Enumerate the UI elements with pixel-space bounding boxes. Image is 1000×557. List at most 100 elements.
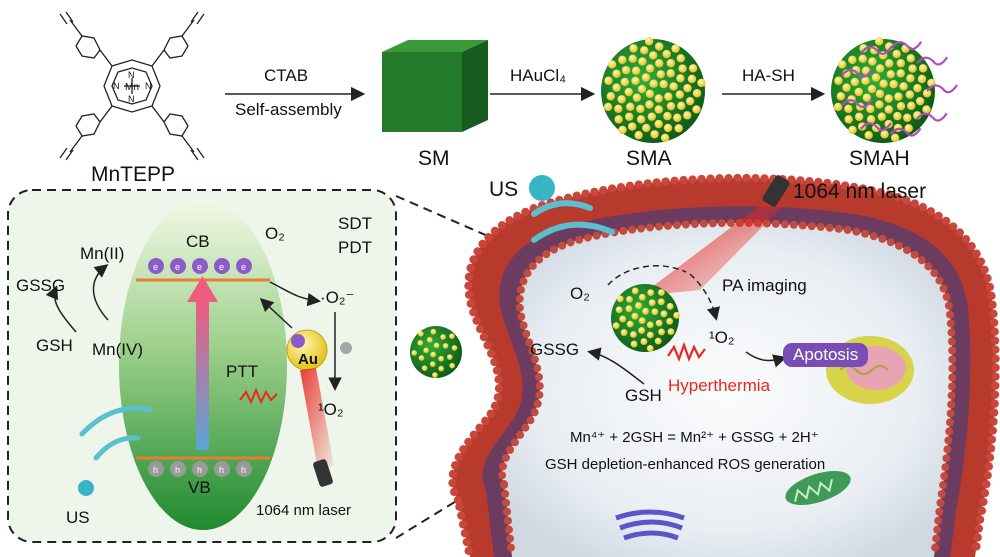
gold-nanoparticle-dot — [675, 90, 685, 99]
gold-nanoparticle-dot — [676, 74, 685, 83]
product-smah-label: SMAH — [849, 147, 910, 170]
gold-nanoparticle-dot — [868, 57, 877, 66]
gold-nanoparticle-dot — [430, 351, 437, 358]
panel-laser-beam — [300, 368, 334, 470]
electron-symbol: e — [197, 262, 202, 272]
lipid-head — [983, 274, 992, 283]
lipid-head — [455, 502, 464, 512]
lipid-head — [789, 220, 798, 229]
ptt-wave-icon — [239, 387, 278, 405]
gold-nanoparticle-dot — [421, 365, 428, 371]
lipid-head — [599, 185, 608, 195]
gold-nanoparticle-dot — [861, 76, 870, 86]
gold-nanoparticle-dot — [687, 74, 697, 84]
gold-nanoparticle-dot — [915, 96, 925, 106]
gold-nanoparticle-dot — [645, 89, 655, 99]
lipid-head — [469, 255, 478, 264]
step1-process-label: Self-assembly — [235, 100, 342, 119]
lipid-head — [490, 226, 500, 236]
lipid-head — [526, 416, 535, 425]
cell-laser-label: 1064 nm laser — [793, 180, 927, 203]
lipid-head — [581, 189, 590, 198]
lipid-head — [946, 310, 955, 319]
lipid-head — [825, 223, 834, 232]
gold-nanoparticle-dot — [654, 105, 663, 114]
gold-nanoparticle-dot — [626, 102, 635, 112]
lipid-head — [980, 265, 989, 274]
lipid-head — [832, 180, 841, 189]
cell-gssg-label: GSSG — [530, 340, 580, 359]
lipid-head — [948, 222, 958, 231]
step2-reagent-label: HAuCl₄ — [510, 66, 567, 85]
gold-nanoparticle-dot — [638, 317, 646, 325]
gold-nanoparticle-dot — [430, 328, 437, 335]
gold-nanoparticle-dot — [666, 69, 675, 78]
gold-nanoparticle-dot — [657, 298, 665, 306]
product-sma-label: SMA — [626, 147, 672, 170]
gold-nanoparticle-dot — [614, 115, 623, 124]
sma-nanoparticle — [601, 37, 706, 143]
lipid-head — [934, 211, 943, 221]
lipid-head — [985, 453, 995, 462]
porphyrin-n-label: N — [128, 70, 135, 80]
lipid-head — [500, 480, 509, 489]
gold-nanoparticle-dot — [429, 361, 436, 367]
golgi-organelle — [615, 509, 685, 541]
gold-nanoparticle-dot — [646, 344, 654, 352]
gold-nanoparticle-dot — [604, 76, 613, 85]
outside-nanoparticle — [410, 326, 462, 378]
gold-nanoparticle-dot — [886, 70, 896, 79]
lipid-head — [493, 393, 503, 402]
ha-polymer-chain — [926, 84, 958, 94]
lipid-head — [742, 173, 751, 183]
lipid-head — [504, 516, 513, 525]
gold-nanoparticle-dot — [866, 115, 876, 124]
gold-nanoparticle-dot — [411, 350, 418, 356]
gold-nanoparticle-dot — [618, 125, 627, 135]
electron-icon — [236, 258, 252, 274]
gold-nanoparticle-dot — [657, 289, 665, 296]
gold-nanoparticle-dot — [922, 89, 932, 98]
gold-nanoparticle-dot — [874, 37, 884, 46]
lipid-head — [869, 232, 878, 241]
gold-nanoparticle-dot — [638, 327, 646, 334]
pdt-label: PDT — [338, 238, 372, 257]
gold-nanoparticle-dot — [848, 125, 857, 135]
lipid-head — [715, 174, 724, 183]
gold-nanoparticle-dot — [650, 130, 659, 139]
lipid-head — [530, 355, 539, 364]
gold-nanoparticle-dot — [645, 64, 655, 73]
lipid-head — [941, 463, 950, 472]
ptt-label: PTT — [226, 362, 259, 381]
electron-icon — [148, 258, 164, 274]
gold-nanoparticle-dot — [631, 287, 639, 295]
lipid-head — [697, 174, 706, 184]
gold-nanoparticle-dot — [646, 321, 654, 329]
gold-nanoparticle-dot — [880, 130, 889, 139]
electron-icon — [214, 258, 230, 274]
lipid-head — [466, 263, 475, 273]
lipid-head — [481, 416, 490, 426]
gsh-equation: Mn⁴⁺ + 2GSH = Mn²⁺ + GSSG + 2H⁺ — [570, 429, 819, 446]
lipid-head — [986, 444, 996, 453]
sdt-label: SDT — [338, 214, 372, 233]
lipid-head — [991, 363, 1000, 372]
gold-nanoparticle-dot — [884, 94, 893, 103]
gold-nanoparticle-dot — [634, 131, 643, 140]
ha-polymer-chain — [890, 41, 923, 51]
gold-nanoparticle-dot — [660, 310, 668, 318]
lipid-head — [699, 219, 708, 228]
lipid-head — [469, 430, 479, 439]
gold-nanoparticle-dot — [647, 112, 657, 121]
gold-nanoparticle-dot — [656, 70, 666, 79]
lipid-head — [464, 272, 474, 282]
lipid-head — [940, 472, 949, 481]
gold-nanoparticle-dot — [896, 59, 906, 68]
gold-nanoparticle-dot — [899, 82, 908, 91]
lipid-head — [946, 409, 955, 418]
cell-arrows — [587, 265, 787, 385]
gold-nanoparticle-dot — [618, 55, 627, 65]
lipid-head — [976, 257, 986, 266]
lipid-head — [760, 174, 769, 183]
